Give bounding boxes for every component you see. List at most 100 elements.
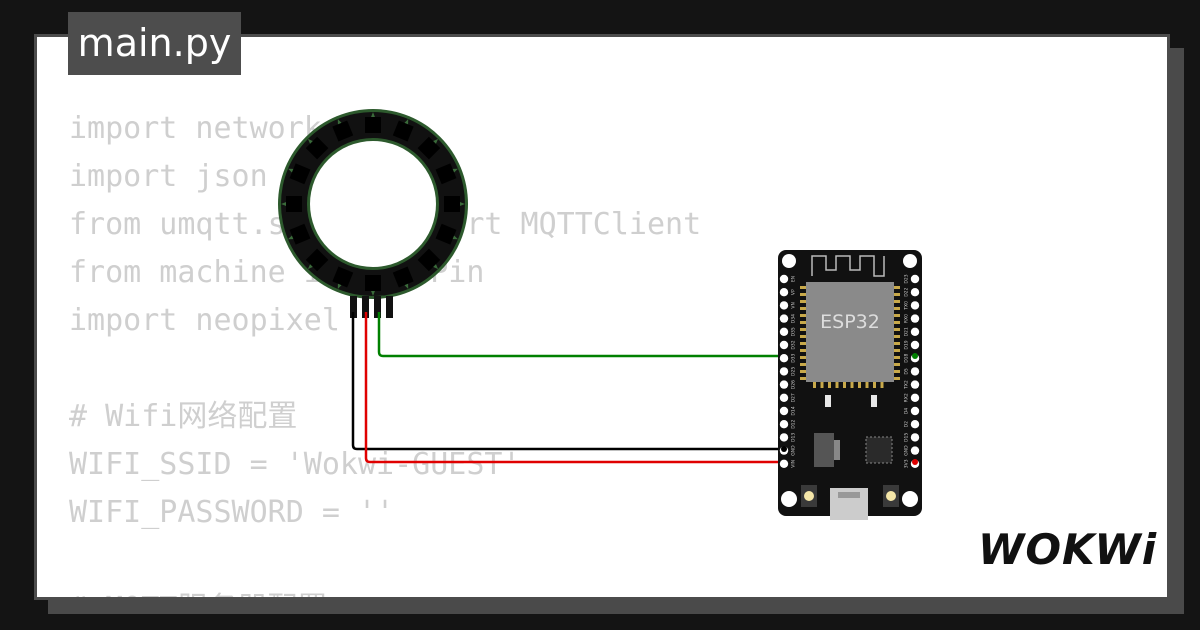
wire-end [912, 353, 918, 359]
module-pad [800, 349, 806, 352]
pin-label: D21 [904, 327, 910, 336]
pin-label: D2 [904, 421, 910, 427]
pin-d15[interactable] [910, 433, 920, 442]
pin-rx2[interactable] [910, 393, 920, 402]
pin-label: EN [791, 276, 797, 282]
power-wire[interactable] [364, 312, 915, 464]
en-button[interactable] [801, 485, 817, 507]
pin-label: D32 [791, 340, 797, 349]
esp32-module [806, 282, 894, 382]
module-pad [894, 349, 900, 352]
module-pad [873, 382, 876, 388]
pin-label: D19 [904, 340, 910, 349]
pin-tx2[interactable] [910, 380, 920, 389]
pin-label: 3V3 [904, 459, 910, 468]
module-pad [850, 382, 854, 388]
module-pad [894, 300, 900, 303]
ground-wire[interactable] [351, 312, 784, 451]
module-pad [800, 293, 806, 296]
module-pad [800, 377, 806, 380]
pin-gnd[interactable] [910, 446, 920, 455]
mounting-hole [902, 491, 918, 507]
resistor [825, 395, 831, 407]
code-line: # MQTT服务器配置 [69, 585, 701, 597]
pin-d19[interactable] [910, 340, 920, 350]
ring-pins [350, 296, 393, 318]
pin-label: D14 [791, 406, 797, 415]
module-pads [800, 286, 900, 388]
pin-label: D27 [791, 393, 797, 402]
pin-d13[interactable] [779, 433, 789, 442]
wire-end [781, 446, 787, 452]
pin-label: RX2 [904, 393, 910, 402]
pin-label: TX2 [904, 380, 910, 390]
pin-d25[interactable] [779, 367, 789, 376]
pin-d12[interactable] [779, 420, 789, 429]
usb-chip [865, 436, 893, 464]
pin-d2[interactable] [910, 420, 920, 429]
module-pad [894, 293, 900, 296]
pin-d26[interactable] [779, 380, 789, 389]
pin-label: D35 [791, 327, 797, 336]
neopixel-led [435, 163, 458, 185]
pin-tx0[interactable] [910, 301, 920, 310]
neopixel-led [281, 196, 302, 212]
module-pad [800, 286, 806, 289]
module-pad [894, 363, 900, 366]
pin-d14[interactable] [779, 406, 789, 416]
pin-d23[interactable] [910, 274, 920, 284]
pin-d32[interactable] [779, 340, 789, 350]
data-wire[interactable] [377, 312, 915, 358]
pin-label: D25 [791, 367, 797, 376]
pin-label: D12 [791, 419, 797, 428]
module-pad [894, 377, 900, 380]
pin-d22[interactable] [910, 288, 920, 297]
neopixel-led [332, 266, 354, 289]
pin-d21[interactable] [910, 327, 920, 336]
pin-d5[interactable] [910, 367, 920, 376]
pin-vin[interactable] [779, 459, 789, 468]
module-pad [800, 314, 806, 317]
pin-rx0[interactable] [910, 314, 920, 323]
code-line: WIFI_PASSWORD = '' [69, 495, 395, 530]
pin-d4[interactable] [910, 406, 920, 416]
wokwi-logo[interactable]: WOKWi [978, 524, 1158, 576]
pin-vp[interactable] [779, 288, 789, 297]
pin-label: D4 [904, 408, 910, 414]
module-pad [894, 307, 900, 310]
code-line: import json [69, 159, 268, 194]
pin-d33[interactable] [779, 354, 789, 363]
pin-d34[interactable] [779, 314, 789, 323]
module-pad [800, 300, 806, 303]
file-tab-main-py[interactable]: main.py [68, 12, 241, 75]
module-pad [894, 335, 900, 338]
pin-d27[interactable] [779, 393, 789, 402]
pin-vn[interactable] [779, 301, 789, 310]
pin-label: D33 [791, 353, 797, 362]
wokwi-logo-text: WOKWi [978, 525, 1158, 574]
mounting-hole [781, 491, 797, 507]
mounting-hole [782, 254, 796, 268]
module-pad [880, 382, 884, 388]
code-line: import network [69, 111, 322, 146]
pin-d35[interactable] [779, 327, 789, 336]
mounting-hole [903, 254, 917, 268]
neopixel-led [332, 119, 354, 142]
voltage-regulator [814, 433, 834, 467]
pin-en[interactable] [779, 274, 789, 284]
board-label: ESP32 [820, 311, 880, 333]
wire-end [912, 459, 918, 465]
module-pad [894, 286, 900, 289]
pin-label: RX0 [904, 314, 910, 323]
module-pad [800, 328, 806, 331]
neopixel-ring[interactable] [278, 109, 468, 318]
module-pad [835, 382, 839, 388]
module-pad [828, 382, 831, 388]
module-pad [894, 321, 900, 324]
pin-label: VN [791, 302, 797, 308]
pin-label: VP [791, 289, 797, 295]
boot-button[interactable] [883, 485, 899, 507]
